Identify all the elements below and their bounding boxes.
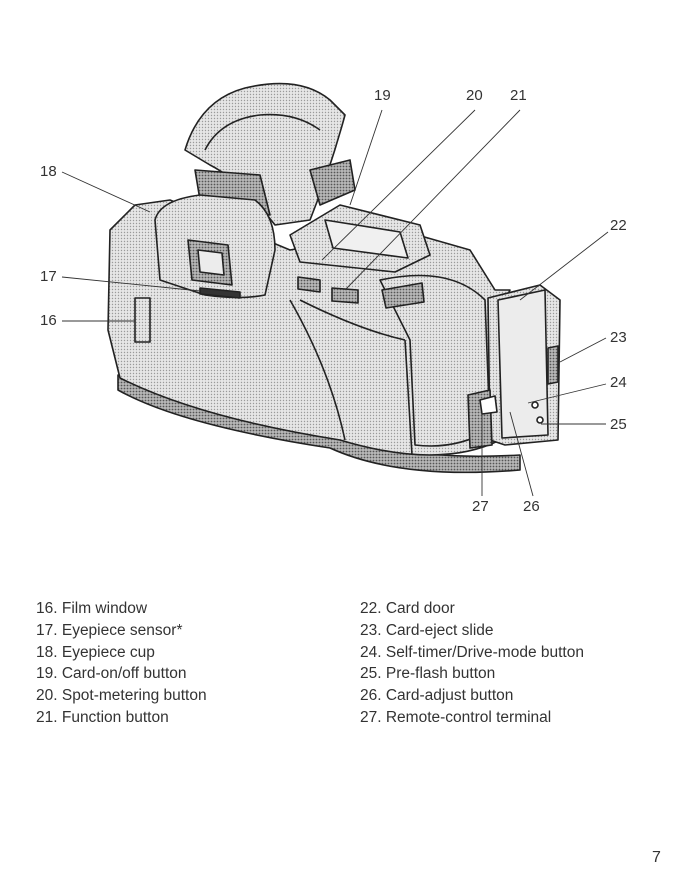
legend-item: 20. Spot-metering button — [36, 685, 207, 707]
legend-item: 17. Eyepiece sensor* — [36, 620, 207, 642]
spot-button — [298, 277, 320, 292]
legend-item: 23. Card-eject slide — [360, 620, 584, 642]
legend-item: 25. Pre-flash button — [360, 663, 584, 685]
legend-item: 26. Card-adjust button — [360, 685, 584, 707]
callout-16: 16 — [40, 313, 57, 328]
legend-item: 22. Card door — [360, 598, 584, 620]
callout-18: 18 — [40, 164, 57, 179]
legend-item: 27. Remote-control terminal — [360, 707, 584, 729]
function-button — [332, 288, 358, 303]
legend-right: 22. Card door 23. Card-eject slide 24. S… — [360, 598, 584, 729]
callout-24: 24 — [610, 375, 627, 390]
legend-item: 18. Eyepiece cup — [36, 642, 207, 664]
legend-item: 21. Function button — [36, 707, 207, 729]
callout-23: 23 — [610, 330, 627, 345]
legend-left: 16. Film window 17. Eyepiece sensor* 18.… — [36, 598, 207, 729]
legend-item: 19. Card-on/off button — [36, 663, 207, 685]
callout-21: 21 — [510, 88, 527, 103]
card-eject-slide — [548, 346, 558, 384]
callout-22: 22 — [610, 218, 627, 233]
page-number: 7 — [652, 849, 661, 867]
callout-25: 25 — [610, 417, 627, 432]
camera-back-illustration — [0, 0, 684, 540]
callout-27: 27 — [472, 499, 489, 514]
callout-20: 20 — [466, 88, 483, 103]
film-window — [135, 298, 150, 342]
callout-17: 17 — [40, 269, 57, 284]
callout-26: 26 — [523, 499, 540, 514]
legend-item: 16. Film window — [36, 598, 207, 620]
callout-19: 19 — [374, 88, 391, 103]
legend-item: 24. Self-timer/Drive-mode button — [360, 642, 584, 664]
